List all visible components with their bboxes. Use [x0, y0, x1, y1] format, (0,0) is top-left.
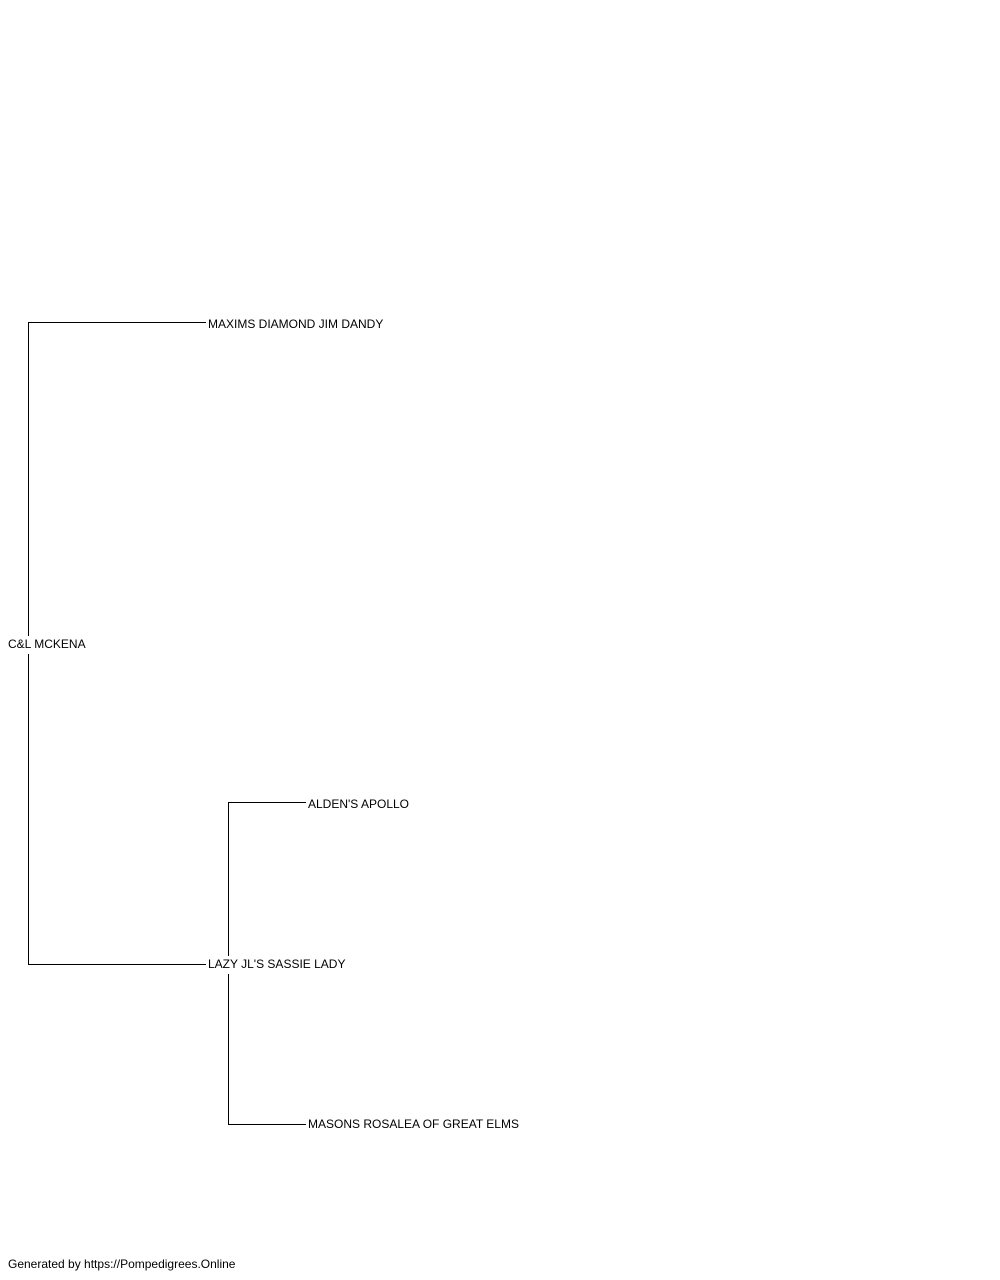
- connector-subject-sire: [28, 322, 206, 636]
- dam-name: LAZY JL'S SASSIE LADY: [208, 957, 345, 971]
- sire-name: MAXIMS DIAMOND JIM DANDY: [208, 317, 383, 331]
- dam-dam-name: MASONS ROSALEA OF GREAT ELMS: [308, 1117, 519, 1131]
- connector-dam-damsire: [228, 802, 306, 956]
- dam-sire-name: ALDEN'S APOLLO: [308, 797, 409, 811]
- footer-credit: Generated by https://Pompedigrees.Online: [8, 1257, 236, 1271]
- subject-name: C&L MCKENA: [8, 637, 86, 651]
- connector-subject-dam: [28, 654, 206, 965]
- connector-dam-damdam: [228, 974, 306, 1125]
